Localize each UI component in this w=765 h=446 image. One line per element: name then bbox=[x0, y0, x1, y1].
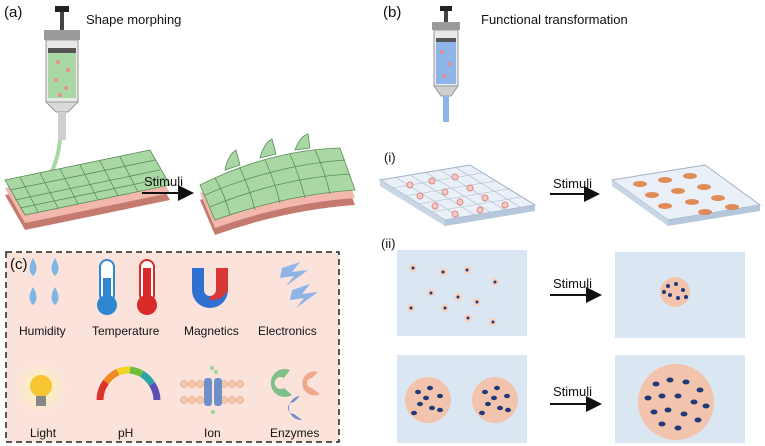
label-humidity: Humidity bbox=[19, 324, 66, 338]
scattered-cells bbox=[407, 264, 499, 326]
small-spheroid bbox=[660, 277, 690, 307]
membrane-after bbox=[610, 164, 762, 226]
scaffold-flat bbox=[4, 149, 171, 230]
ion-channel-icon bbox=[180, 366, 244, 414]
stimuli-box bbox=[5, 251, 340, 443]
stimuli-label-b-i: Stimuli bbox=[553, 176, 593, 191]
panel-c-label: (c) bbox=[10, 256, 28, 273]
panel-a-title: Shape morphing bbox=[86, 12, 182, 27]
ph-scale-icon bbox=[96, 366, 161, 401]
label-temperature: Temperature bbox=[92, 324, 160, 338]
lightning-icon bbox=[280, 262, 318, 308]
label-magnetics: Magnetics bbox=[184, 324, 239, 338]
enzymes-icon bbox=[270, 368, 320, 421]
stimuli-label-b-ii-bottom: Stimuli bbox=[553, 384, 593, 399]
label-ph: pH bbox=[118, 426, 134, 440]
two-spheroids bbox=[405, 377, 518, 423]
label-enzymes: Enzymes bbox=[270, 426, 320, 440]
sub-i-label: (i) bbox=[384, 150, 396, 165]
membrane-before bbox=[378, 164, 537, 226]
well-top-left bbox=[397, 250, 527, 336]
syringe-a bbox=[44, 6, 80, 176]
large-spheroid bbox=[638, 364, 714, 440]
humidity-icon bbox=[29, 258, 59, 305]
temperature-icon bbox=[97, 259, 157, 315]
sub-ii-label: (ii) bbox=[381, 236, 396, 251]
syringe-b bbox=[432, 6, 460, 122]
scaffold-morphed bbox=[199, 133, 356, 235]
light-bulb-icon bbox=[15, 362, 67, 414]
label-electronics: Electronics bbox=[258, 324, 317, 338]
panel-b-title: Functional transformation bbox=[481, 12, 628, 27]
stimuli-label-b-ii-top: Stimuli bbox=[553, 276, 593, 291]
stimuli-label-a: Stimuli bbox=[144, 174, 184, 189]
panel-a-label: (a) bbox=[4, 4, 23, 21]
magnet-icon bbox=[192, 268, 228, 308]
panel-b-label: (b) bbox=[383, 4, 402, 21]
label-light: Light bbox=[30, 426, 57, 440]
label-ion: Ion bbox=[204, 426, 221, 440]
